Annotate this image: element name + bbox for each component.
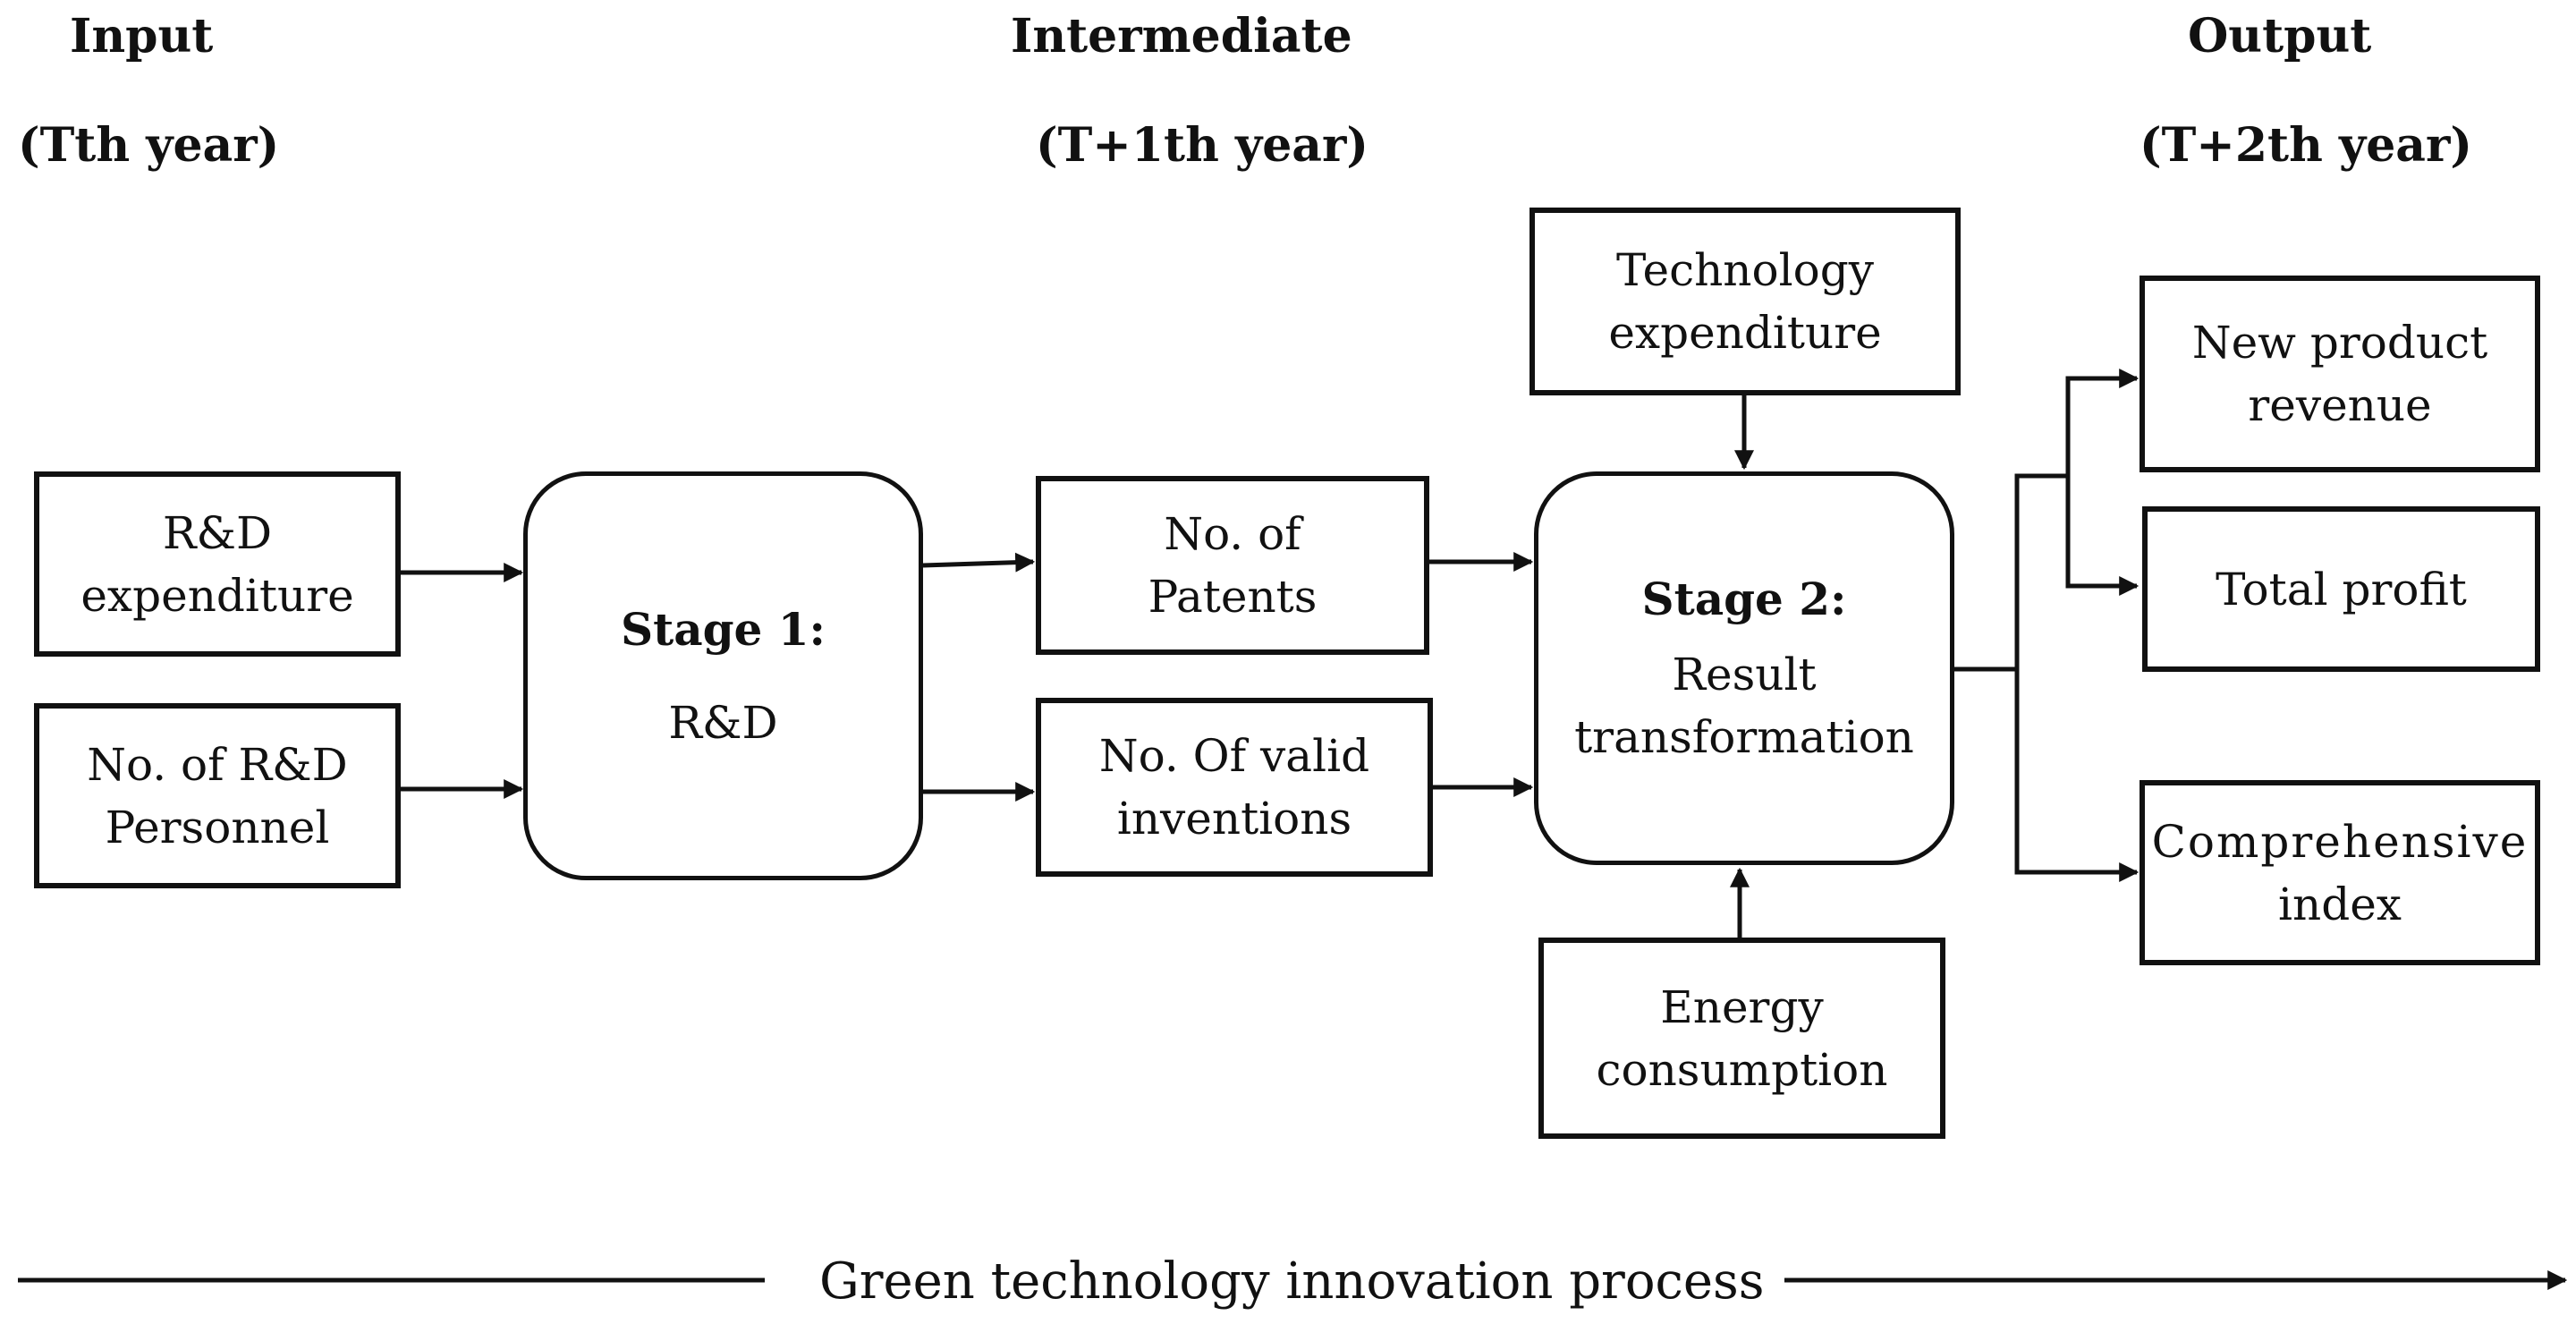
valid-inventions-box: No. Of valid inventions: [1036, 698, 1433, 877]
intermediate-year-label: (T+1th year): [1036, 118, 1368, 173]
stage1-box: Stage 1: R&D: [523, 471, 923, 880]
input-year-label: (Tth year): [18, 118, 280, 173]
intermediate-header: Intermediate: [1011, 9, 1352, 64]
stage2-subtitle-line-1: Result: [1672, 649, 1817, 700]
total-profit-box: Total profit: [2142, 506, 2540, 672]
arrow-stage1-to-patents: [922, 552, 1036, 573]
stage2-subtitle-line-2: transformation: [1574, 711, 1914, 763]
energy-consumption-line-1: Energy: [1660, 980, 1824, 1033]
stage1-subtitle: R&D: [668, 696, 778, 749]
new-product-revenue-box: New product revenue: [2140, 276, 2540, 472]
patents-box: No. of Patents: [1036, 476, 1429, 655]
new-product-revenue-line-2: revenue: [2248, 379, 2432, 431]
new-product-revenue-line-1: New product: [2191, 317, 2488, 369]
branch-stage2-to-upper-outputs: [1953, 368, 2140, 672]
stage2-box: Stage 2: Result transformation: [1534, 471, 1954, 865]
rd-expenditure-box: R&D expenditure: [34, 471, 401, 657]
valid-inventions-line-2: inventions: [1116, 793, 1352, 844]
valid-inventions-line-1: No. Of valid: [1098, 730, 1370, 782]
patents-line-2: Patents: [1148, 571, 1318, 623]
arrow-to-total-profit: [2065, 476, 2140, 597]
stage1-title: Stage 1:: [620, 602, 826, 656]
arrow-to-comprehensive-index: [2014, 669, 2140, 883]
comprehensive-index-line-2: index: [2278, 878, 2402, 930]
energy-consumption-box: Energy consumption: [1538, 938, 1945, 1139]
output-header: Output: [2188, 9, 2372, 64]
output-year-label: (T+2th year): [2140, 118, 2472, 173]
rd-personnel-line-2: Personnel: [105, 801, 330, 853]
rd-expenditure-line-2: expenditure: [80, 569, 354, 622]
stage2-title: Stage 2:: [1641, 573, 1847, 625]
rd-expenditure-line-1: R&D: [162, 506, 273, 559]
patents-line-1: No. of: [1164, 508, 1301, 560]
input-header: Input: [70, 9, 214, 64]
rd-personnel-line-1: No. of R&D: [87, 738, 348, 791]
total-profit-label: Total profit: [2216, 563, 2467, 615]
energy-consumption-line-2: consumption: [1596, 1043, 1888, 1096]
rd-personnel-box: No. of R&D Personnel: [34, 703, 401, 888]
technology-expenditure-box: Technology expenditure: [1530, 208, 1961, 395]
comprehensive-index-line-1: Comprehensive: [2151, 815, 2529, 868]
technology-expenditure-line-1: Technology: [1616, 244, 1874, 296]
comprehensive-index-box: Comprehensive index: [2140, 780, 2540, 965]
technology-expenditure-line-2: expenditure: [1608, 307, 1882, 359]
process-label: Green technology innovation process: [819, 1252, 1765, 1311]
